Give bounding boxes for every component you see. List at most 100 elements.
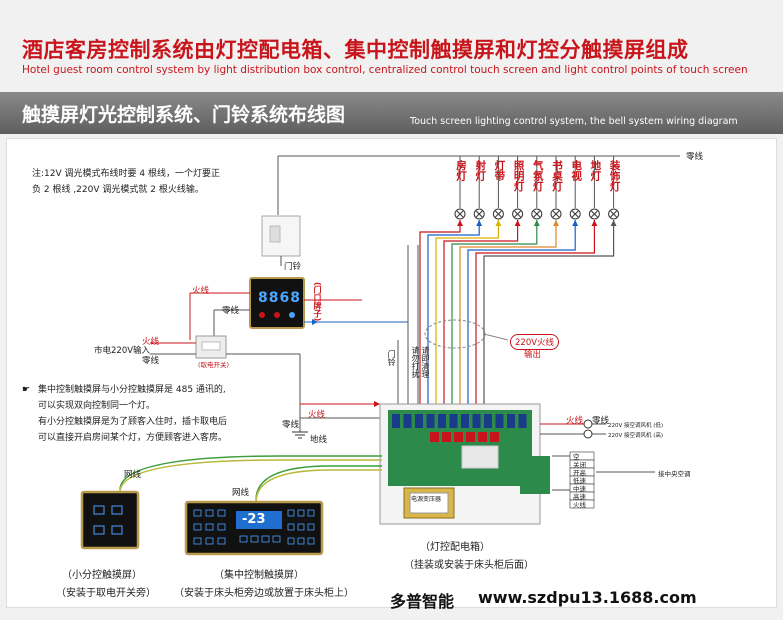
main-panel-key-right bbox=[307, 537, 315, 545]
main-panel-key-left bbox=[217, 523, 226, 531]
box-caption: （灯控配电箱） bbox=[420, 542, 490, 553]
relay-red-0 bbox=[430, 432, 439, 442]
footer-url: www.szdpu13.1688.com bbox=[478, 588, 697, 607]
ground-label: 地线 bbox=[310, 435, 328, 445]
relay-3 bbox=[426, 414, 435, 428]
main-panel-key-right bbox=[287, 523, 295, 531]
lamp-label-0: 房灯 bbox=[455, 160, 467, 181]
live-label-2: 火线 bbox=[142, 337, 160, 347]
lamp-wire-arrow-0 bbox=[457, 220, 463, 226]
lamp-wire-arrow-2 bbox=[495, 220, 502, 226]
net-label-2: 网线 bbox=[232, 488, 250, 498]
lamp-cross-b-3 bbox=[514, 210, 521, 218]
lamp-wire-8 bbox=[483, 220, 615, 404]
lamp-cross-b-5 bbox=[552, 210, 560, 218]
doorbell-wire-label: 门铃 bbox=[387, 350, 396, 366]
ac-terminal-label-2: 开高 bbox=[573, 469, 586, 477]
ac-lamp-icon-1 bbox=[583, 429, 593, 439]
relay-red-1 bbox=[442, 432, 451, 442]
section-banner bbox=[0, 92, 783, 134]
ac-terminal-label-6: 火线 bbox=[573, 501, 586, 509]
output-220-label-2: 输出 bbox=[524, 350, 542, 360]
main-panel-key-left bbox=[205, 509, 214, 517]
relay-10 bbox=[507, 414, 515, 428]
lamp-wire-arrow-5 bbox=[553, 220, 559, 226]
relay-red-2 bbox=[454, 432, 463, 442]
ac-note-2: 220V 接空调风机 (高) bbox=[608, 433, 664, 439]
main-panel-key-bottom bbox=[272, 535, 281, 543]
live-label-1: 火线 bbox=[192, 286, 210, 296]
lamp-cross-b-6 bbox=[571, 210, 579, 218]
net-label-1: 网线 bbox=[124, 470, 142, 480]
transformer-label: 电源变压器 bbox=[411, 496, 442, 503]
main-panel-key-right bbox=[297, 523, 305, 531]
lamp-wire-4 bbox=[451, 220, 538, 404]
relay-4 bbox=[438, 414, 446, 428]
relay-1 bbox=[403, 414, 412, 428]
lamp-wire-2 bbox=[435, 220, 499, 404]
lamp-cross-b-1 bbox=[475, 210, 483, 218]
neutral-label-1: 零线 bbox=[222, 306, 240, 316]
output-220-label: 220V火线 bbox=[510, 334, 560, 350]
ac-lamp-icon-0 bbox=[583, 419, 593, 429]
clean-wire-label: 请即清理 bbox=[421, 346, 430, 378]
lamp-wire-5 bbox=[459, 220, 557, 404]
relay-5 bbox=[449, 414, 458, 428]
main-panel-key-right bbox=[287, 509, 295, 517]
neutral-label-3: 零线 bbox=[282, 420, 300, 430]
lamp-label-3: 照明灯 bbox=[512, 160, 525, 192]
banner-title: 触摸屏灯光控制系统、门铃系统布线图 bbox=[22, 104, 346, 126]
ac-terminal-label-0: 空 bbox=[573, 453, 580, 461]
lamp-wire-6 bbox=[467, 220, 576, 404]
ac-terminal-6 bbox=[569, 499, 595, 509]
lamp-label-5: 书桌灯 bbox=[551, 160, 563, 192]
relay-7 bbox=[472, 414, 481, 428]
lamp-cross-b-7 bbox=[591, 210, 598, 218]
ac-terminal-label-4: 中速 bbox=[573, 485, 586, 493]
page-subtitle: Hotel guest room control system by light… bbox=[22, 64, 748, 76]
main-panel-key-right bbox=[307, 509, 315, 517]
lamp-wire-7 bbox=[475, 220, 595, 404]
main-panel-key-left bbox=[205, 537, 214, 545]
lamp-cross-b-8 bbox=[610, 210, 617, 218]
lamp-wire-arrow-1 bbox=[476, 220, 483, 226]
ac-terminal-label-5: 高速 bbox=[573, 493, 586, 501]
mains-in-label: 市电220V输入 bbox=[94, 346, 151, 356]
lamp-cross-b-4 bbox=[533, 210, 541, 218]
relay-red-3 bbox=[466, 432, 475, 442]
live-label-3: 火线 bbox=[308, 410, 326, 420]
ac-note-1: 220V 接空调风机 (低) bbox=[608, 423, 664, 429]
note-line-1: 注:12V 调光模式布线时要 4 根线，一个灯要正 bbox=[32, 169, 220, 179]
lamp-cross-b-0 bbox=[456, 210, 464, 218]
main-panel-key-left bbox=[217, 509, 226, 517]
relay-9 bbox=[495, 414, 504, 428]
ac-connect-label: 接中央空调 bbox=[658, 470, 691, 478]
lamp-label-6: 电视 bbox=[570, 160, 583, 181]
ac-terminal-label-3: 低速 bbox=[573, 477, 586, 485]
main-panel-key-right bbox=[287, 537, 295, 545]
page-title: 酒店客房控制系统由灯控配电箱、集中控制触摸屏和灯控分触摸屏组成 bbox=[22, 38, 689, 62]
relay-11 bbox=[518, 414, 527, 428]
lamp-label-1: 射灯 bbox=[474, 160, 487, 181]
small-panel-key bbox=[93, 505, 105, 515]
banner-subtitle: Touch screen lighting control system, th… bbox=[410, 116, 738, 127]
box-subcaption: （挂装或安装于床头柜后面） bbox=[404, 560, 534, 571]
lamp-wire-arrow-4 bbox=[533, 220, 540, 226]
lamp-wire-3 bbox=[443, 220, 519, 404]
lamp-wire-arrow-6 bbox=[572, 220, 579, 226]
lamp-wire-1 bbox=[427, 220, 480, 404]
main-panel-key-right bbox=[297, 509, 305, 517]
bullet-line-4: 可以直接开启房间某个灯，方便顾客进入客房。 bbox=[38, 433, 228, 443]
lamp-label-4: 气氛灯 bbox=[531, 160, 544, 192]
bullet-line-1: 集中控制触摸屏与小分控触摸屏是 485 通讯的, bbox=[38, 385, 226, 395]
neutral-label-4: 零线 bbox=[592, 416, 610, 426]
lamp-label-2: 灯带 bbox=[493, 160, 506, 181]
live-label-4: 火线 bbox=[566, 416, 584, 426]
dnd-wire-label: 请勿打扰 bbox=[411, 346, 420, 378]
main-panel-key-bottom bbox=[261, 535, 270, 543]
main-panel-key-left bbox=[205, 523, 214, 531]
main-panel-key-bottom bbox=[239, 535, 248, 543]
lamp-label-8: 装饰灯 bbox=[608, 160, 621, 192]
main-panel-key-right bbox=[307, 523, 315, 531]
